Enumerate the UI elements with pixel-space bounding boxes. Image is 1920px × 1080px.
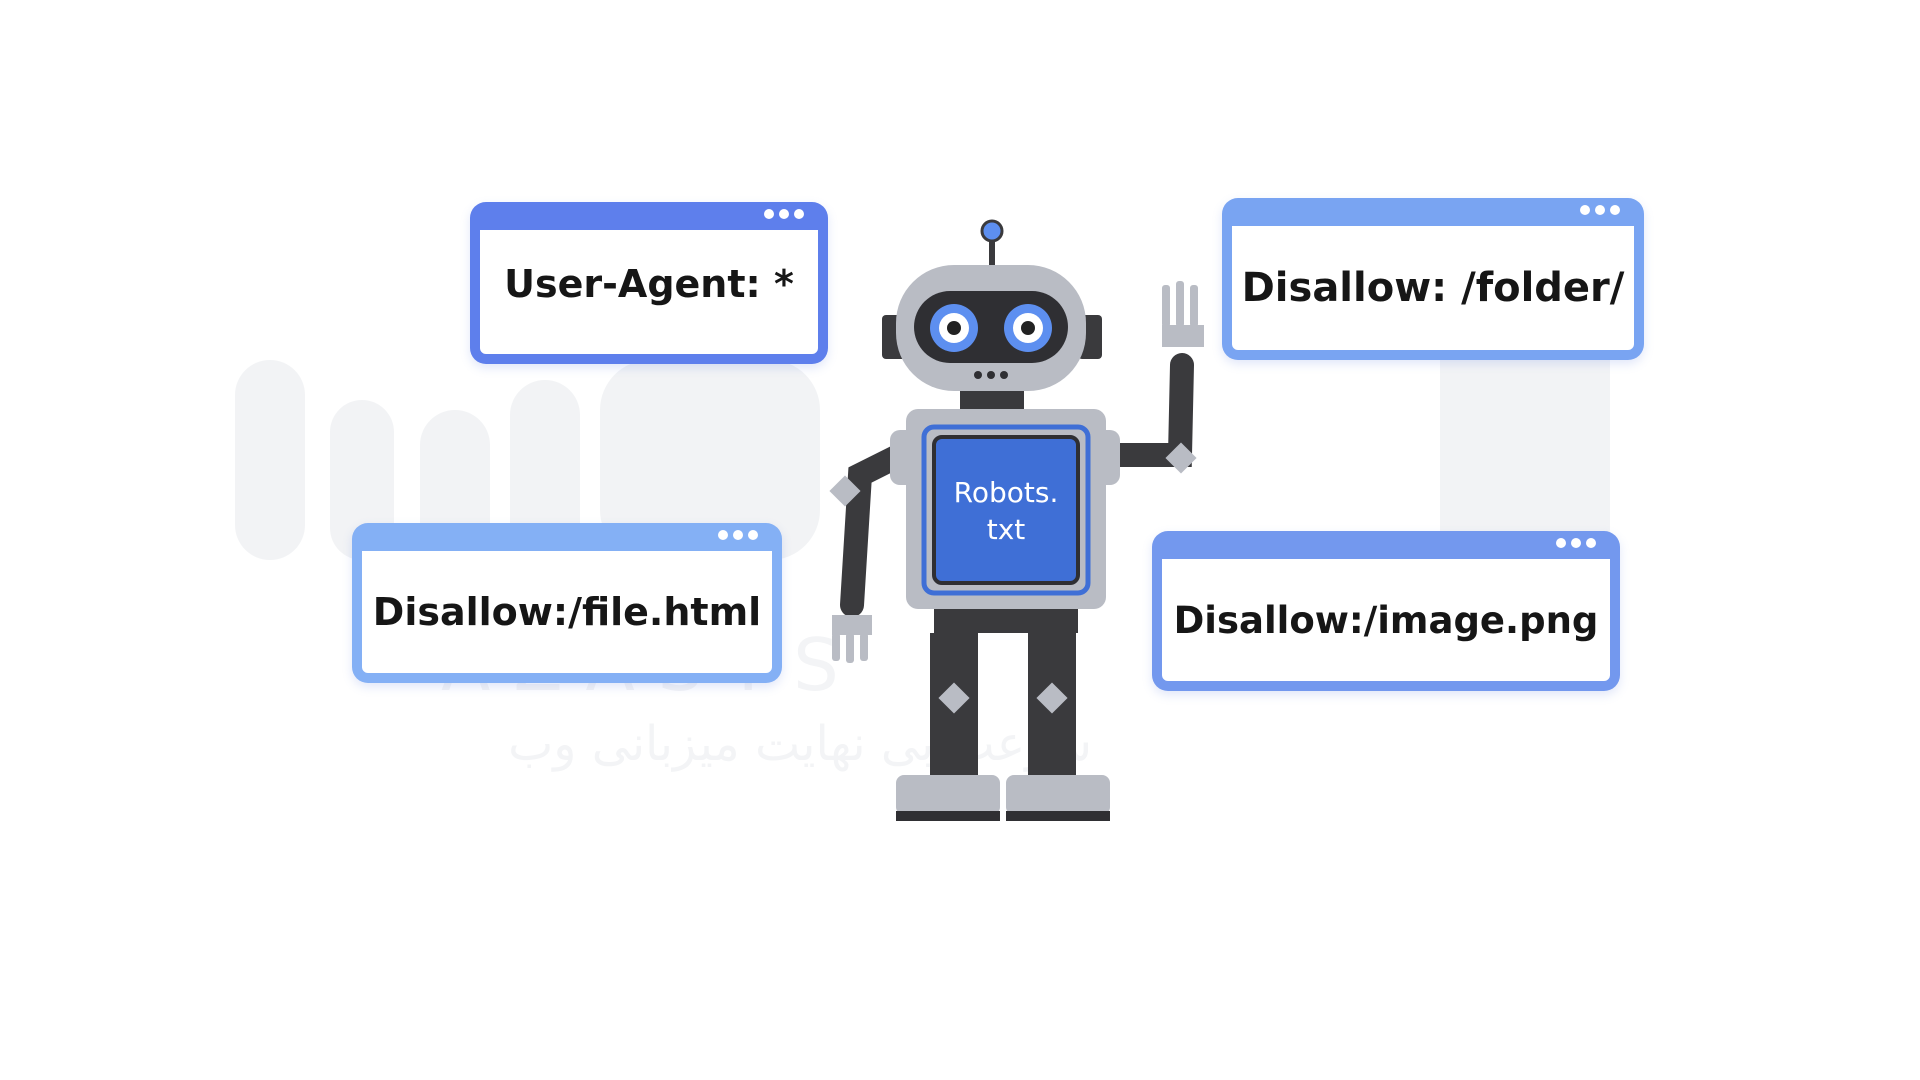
watermark-stroke-2 <box>330 400 394 560</box>
rule-text: Disallow:/file.html <box>372 590 762 634</box>
rule-box-disallow-image: Disallow:/image.png <box>1152 531 1620 691</box>
robot-foot-left <box>896 775 1000 815</box>
rule-text: User-Agent: * <box>504 262 794 306</box>
watermark-stroke-1 <box>235 360 305 560</box>
robot-arm-left <box>840 443 912 617</box>
robot-hand-left <box>832 615 872 635</box>
robot-screen <box>932 435 1080 585</box>
robot-neck <box>960 391 1024 409</box>
rule-box-disallow-folder: Disallow: /folder/ <box>1222 198 1644 360</box>
robot-screen-label-line1: Robots. <box>954 476 1059 509</box>
window-dots-icon <box>1556 538 1596 548</box>
robot-hand-right <box>1162 325 1204 347</box>
rule-box-disallow-file: Disallow:/file.html <box>352 523 782 683</box>
watermark-stroke-3 <box>420 410 490 560</box>
robot-antenna-tip <box>980 219 1004 243</box>
window-dots-icon <box>764 209 804 219</box>
rule-text: Disallow:/image.png <box>1173 598 1599 642</box>
robot-screen-label-line2: txt <box>987 513 1026 546</box>
window-dots-icon <box>1580 205 1620 215</box>
window-dots-icon <box>718 530 758 540</box>
robot-hips <box>934 609 1078 633</box>
robot-illustration: Robots. txt <box>829 219 1204 821</box>
watermark-persian-text: سرعت بی نهایت میزبانی وب <box>508 716 1092 772</box>
watermark-stroke-5 <box>600 360 820 560</box>
rule-text: Disallow: /folder/ <box>1241 265 1625 311</box>
watermark-stroke-4 <box>510 380 580 560</box>
robot-foot-right <box>1006 775 1110 815</box>
rule-box-user-agent: User-Agent: * <box>470 202 828 364</box>
